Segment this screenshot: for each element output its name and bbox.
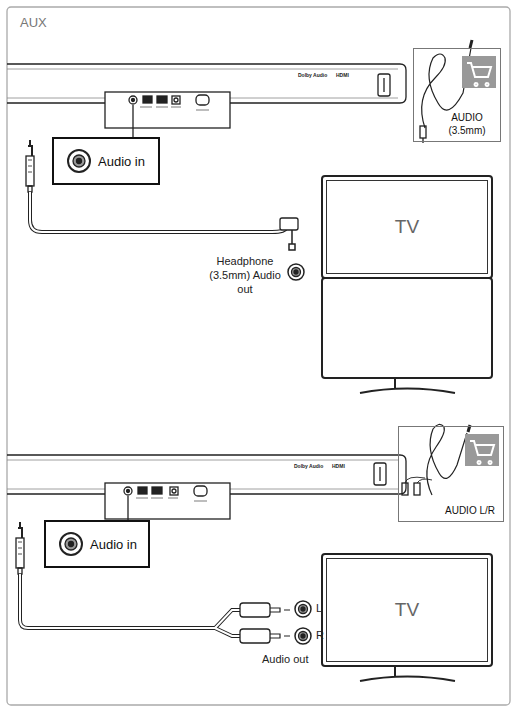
logo-text: HDMI	[336, 72, 349, 78]
logo-text: HDMI	[332, 463, 345, 469]
callout-box: Audio in	[44, 520, 150, 568]
logo-text: Dolby Audio	[294, 463, 323, 469]
node-text: TV	[395, 599, 419, 621]
accessory-box: AUDIO (3.5mm)	[413, 48, 501, 142]
title-text: AUX	[20, 15, 47, 30]
node-text: Audio in	[98, 154, 145, 169]
port-label: Audio out	[262, 653, 308, 665]
port-label: L	[316, 602, 322, 614]
tv-screen: TV	[326, 558, 488, 662]
tv-screen: TV	[326, 180, 488, 274]
node-text: AUDIO (3.5mm)	[439, 112, 495, 137]
node-text: AUDIO L/R	[442, 505, 498, 518]
port-label: Headphone (3.5mm) Audio out	[208, 255, 282, 296]
accessory-box: AUDIO L/R	[398, 426, 504, 522]
node-text: Audio in	[90, 537, 137, 552]
logo-text: Dolby Audio	[298, 72, 327, 78]
callout-box: Audio in	[52, 137, 160, 185]
node-text: TV	[395, 216, 419, 238]
port-label: R	[316, 629, 324, 641]
